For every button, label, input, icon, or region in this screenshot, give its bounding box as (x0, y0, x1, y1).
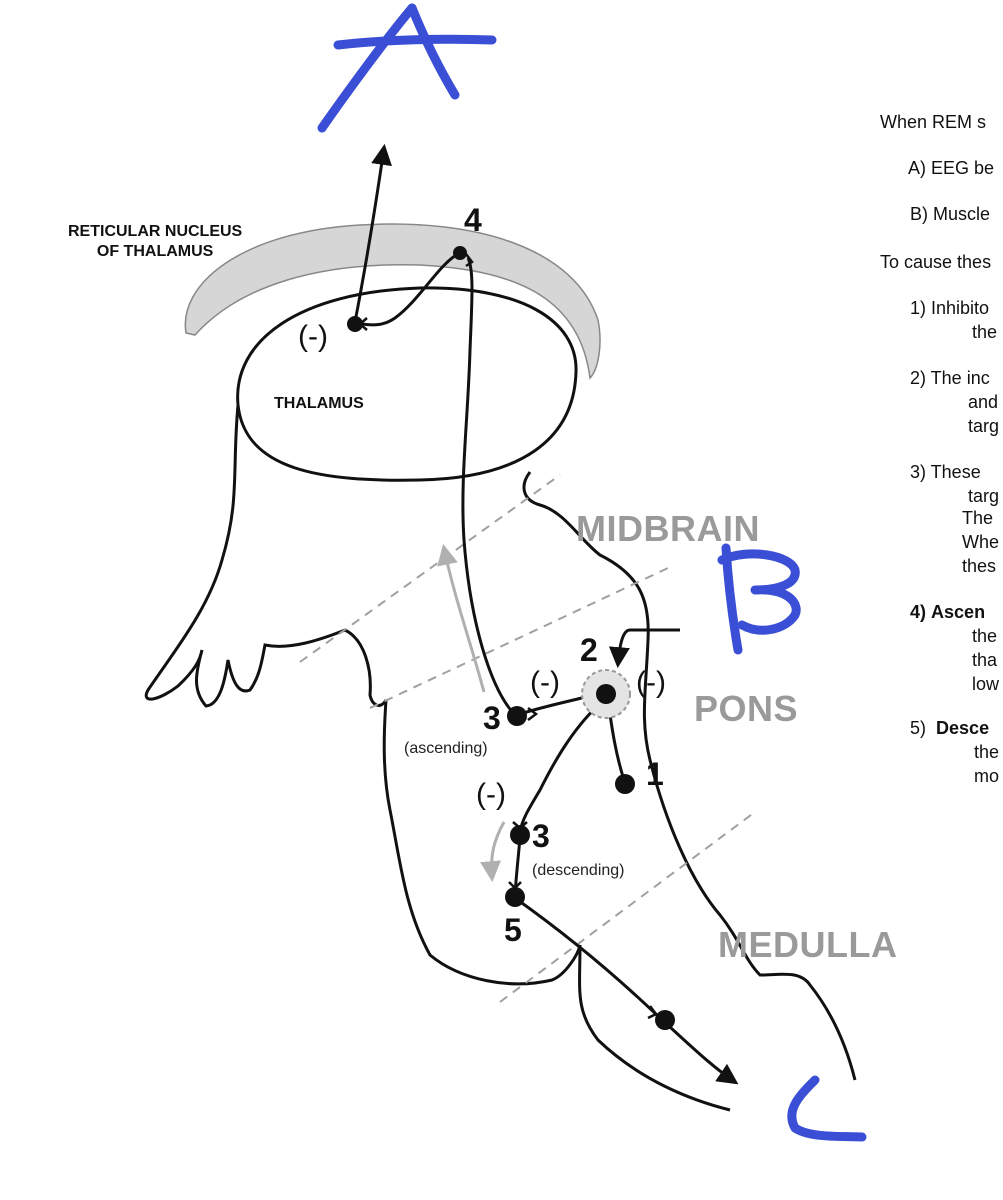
ascending-arrow (437, 543, 486, 693)
side-text-5-heading: Desce (936, 718, 990, 738)
reticular-to-thalamus-axon (361, 251, 461, 327)
ascending-label: (ascending) (404, 740, 488, 757)
side-text-2-cont-b: targ (968, 416, 1000, 436)
neuron-3-descending-number: 3 (532, 818, 550, 854)
side-text-5-cont-a: the (974, 742, 1000, 762)
neuron-1-number: 1 (646, 756, 664, 792)
side-text-1: 1) Inhibito (910, 298, 990, 318)
side-text-3-cont-d: thes (962, 556, 997, 576)
neuron-3-ascending (507, 706, 527, 726)
synapse-neuron-2-input (527, 707, 539, 721)
reticular-nucleus-label-line1: RETICULAR NUCLEUS (68, 223, 243, 240)
side-text-cause: To cause thes (880, 252, 992, 272)
inhibitory-neuron-1: (-) (636, 666, 666, 699)
midbrain-label: MIDBRAIN (576, 508, 760, 549)
neuron-3-descending (510, 825, 530, 845)
synapse-spinal (647, 1005, 658, 1020)
synapse-neuron-4 (465, 253, 474, 268)
pons-lower-boundary (499, 811, 756, 1003)
side-text-2-cont-a: and (968, 392, 999, 412)
medulla-label: MEDULLA (718, 924, 898, 965)
annotation-C-drawing (787, 1075, 867, 1142)
neuron-spinal (655, 1010, 675, 1030)
side-text-5: 5) Desce (910, 718, 989, 739)
side-text-3-cont-a: targ (968, 486, 1000, 506)
side-text-3-cont-c: Whe (962, 532, 1000, 552)
neuron-thalamic (347, 316, 363, 332)
pons-label: PONS (694, 688, 799, 729)
inhibitory-descending: (-) (476, 778, 506, 811)
descending-spinal-pathway (514, 896, 739, 1085)
reticular-nucleus-label: RETICULAR NUCLEUS OF THALAMUS (68, 222, 242, 262)
neuron-4-number: 4 (464, 202, 482, 238)
neuron-2-number: 2 (580, 632, 598, 668)
side-text-a: A) EEG be (908, 158, 995, 178)
neuron-5 (505, 887, 525, 907)
thalamus-label: THALAMUS (274, 395, 364, 412)
neuron-2 (596, 684, 616, 704)
side-text-3: 3) These (910, 462, 981, 482)
input-to-neuron-2 (608, 628, 680, 669)
descending-label: (descending) (532, 862, 625, 879)
side-text-intro: When REM s (880, 112, 987, 132)
neuron-4 (453, 246, 467, 260)
descending-arrow (480, 821, 506, 883)
reticular-nucleus-label-line2: OF THALAMUS (96, 243, 214, 260)
brainstem-right-outline (522, 471, 857, 1081)
side-text-4-number: 4) (910, 602, 927, 622)
side-text-5-cont-b: mo (974, 766, 1000, 786)
side-text-1-cont: the (972, 322, 998, 342)
side-text-4-cont-b: tha (972, 650, 998, 670)
side-text-4: 4) Ascen (910, 602, 985, 623)
neuron-5-number: 5 (504, 912, 522, 948)
side-text-3-cont-b: The (962, 508, 994, 528)
side-text-2: 2) The inc (910, 368, 990, 388)
side-text-5-number: 5) (910, 718, 927, 738)
thalamocortical-projection (353, 143, 392, 323)
ascending-fiber (461, 257, 518, 718)
pathway-2-to-3-descending (518, 698, 605, 833)
inhibitory-thalamus: (-) (298, 320, 328, 353)
side-text-4-cont-c: low (972, 674, 1000, 694)
annotation-A-drawing (317, 3, 497, 133)
midbrain-upper-boundary (299, 474, 561, 663)
side-text-b: B) Muscle (910, 204, 991, 224)
reticular-nucleus-shape (184, 223, 601, 380)
thalamus-outline (236, 286, 578, 482)
side-text-4-heading: Ascen (931, 602, 986, 622)
neuron-1 (615, 774, 635, 794)
annotation-B-drawing (717, 543, 801, 655)
side-text-4-cont-a: the (972, 626, 998, 646)
neuron-3-ascending-number: 3 (483, 700, 501, 736)
inhibitory-neuron-2-input: (-) (530, 666, 560, 699)
pons-upper-boundary (369, 567, 669, 709)
